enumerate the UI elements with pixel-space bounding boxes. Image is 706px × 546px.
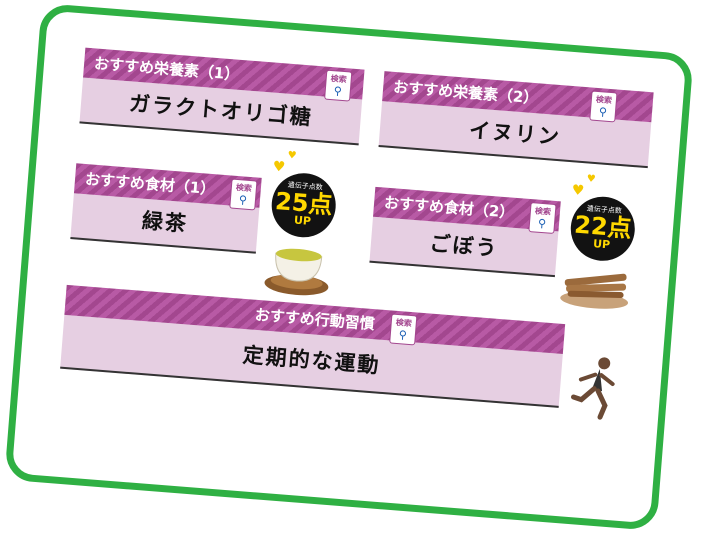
search-button[interactable]: 検索 ⚲	[229, 178, 258, 211]
search-button[interactable]: 検索 ⚲	[528, 202, 557, 234]
search-label: 検索	[330, 73, 348, 85]
search-label: 検索	[235, 182, 253, 194]
search-button[interactable]: 検索 ⚲	[389, 313, 418, 346]
food-header-label: おすすめ食材（1）	[84, 170, 216, 199]
search-label: 検索	[395, 317, 413, 329]
heart-icon: ♥	[586, 173, 597, 186]
nutrient-box-1: おすすめ栄養素（1） 検索 ⚲ ガラクトオリゴ糖	[79, 47, 365, 146]
search-button[interactable]: 検索 ⚲	[324, 69, 353, 102]
search-icon: ⚲	[333, 84, 343, 98]
score-badge: 遺伝子点数 22点 UP	[568, 194, 638, 264]
burdock-root-icon	[560, 273, 629, 309]
search-icon: ⚲	[598, 105, 608, 119]
nutrient-header-label: おすすめ栄養素（2）	[392, 77, 539, 108]
search-icon: ⚲	[398, 328, 408, 342]
nutrient-header-label: おすすめ栄養素（1）	[93, 54, 240, 84]
nutrient-box-2: おすすめ栄養素（2） 検索 ⚲ イヌリン	[378, 71, 654, 169]
search-icon: ⚲	[238, 193, 248, 207]
score-badge: 遺伝子点数 25点 UP	[269, 170, 339, 240]
behavior-box: おすすめ行動習慣 検索 ⚲ 定期的な運動	[60, 284, 566, 408]
green-tea-cup-icon	[264, 248, 329, 296]
recommendation-card: おすすめ栄養素（1） 検索 ⚲ ガラクトオリゴ糖 おすすめ栄養素（2） 検索 ⚲…	[4, 3, 694, 531]
behavior-header-label: おすすめ行動習慣	[254, 305, 376, 334]
search-label: 検索	[534, 206, 552, 217]
search-icon: ⚲	[537, 216, 547, 231]
food-header-label: おすすめ食材（2）	[383, 193, 515, 222]
heart-icon: ♥	[287, 149, 297, 162]
food-box-1: おすすめ食材（1） 検索 ⚲ 緑茶	[70, 163, 262, 254]
search-button[interactable]: 検索 ⚲	[589, 90, 618, 123]
search-label: 検索	[595, 94, 613, 106]
runner-icon	[570, 357, 615, 420]
food-box-2: おすすめ食材（2） 検索 ⚲ ごぼう	[369, 186, 561, 278]
